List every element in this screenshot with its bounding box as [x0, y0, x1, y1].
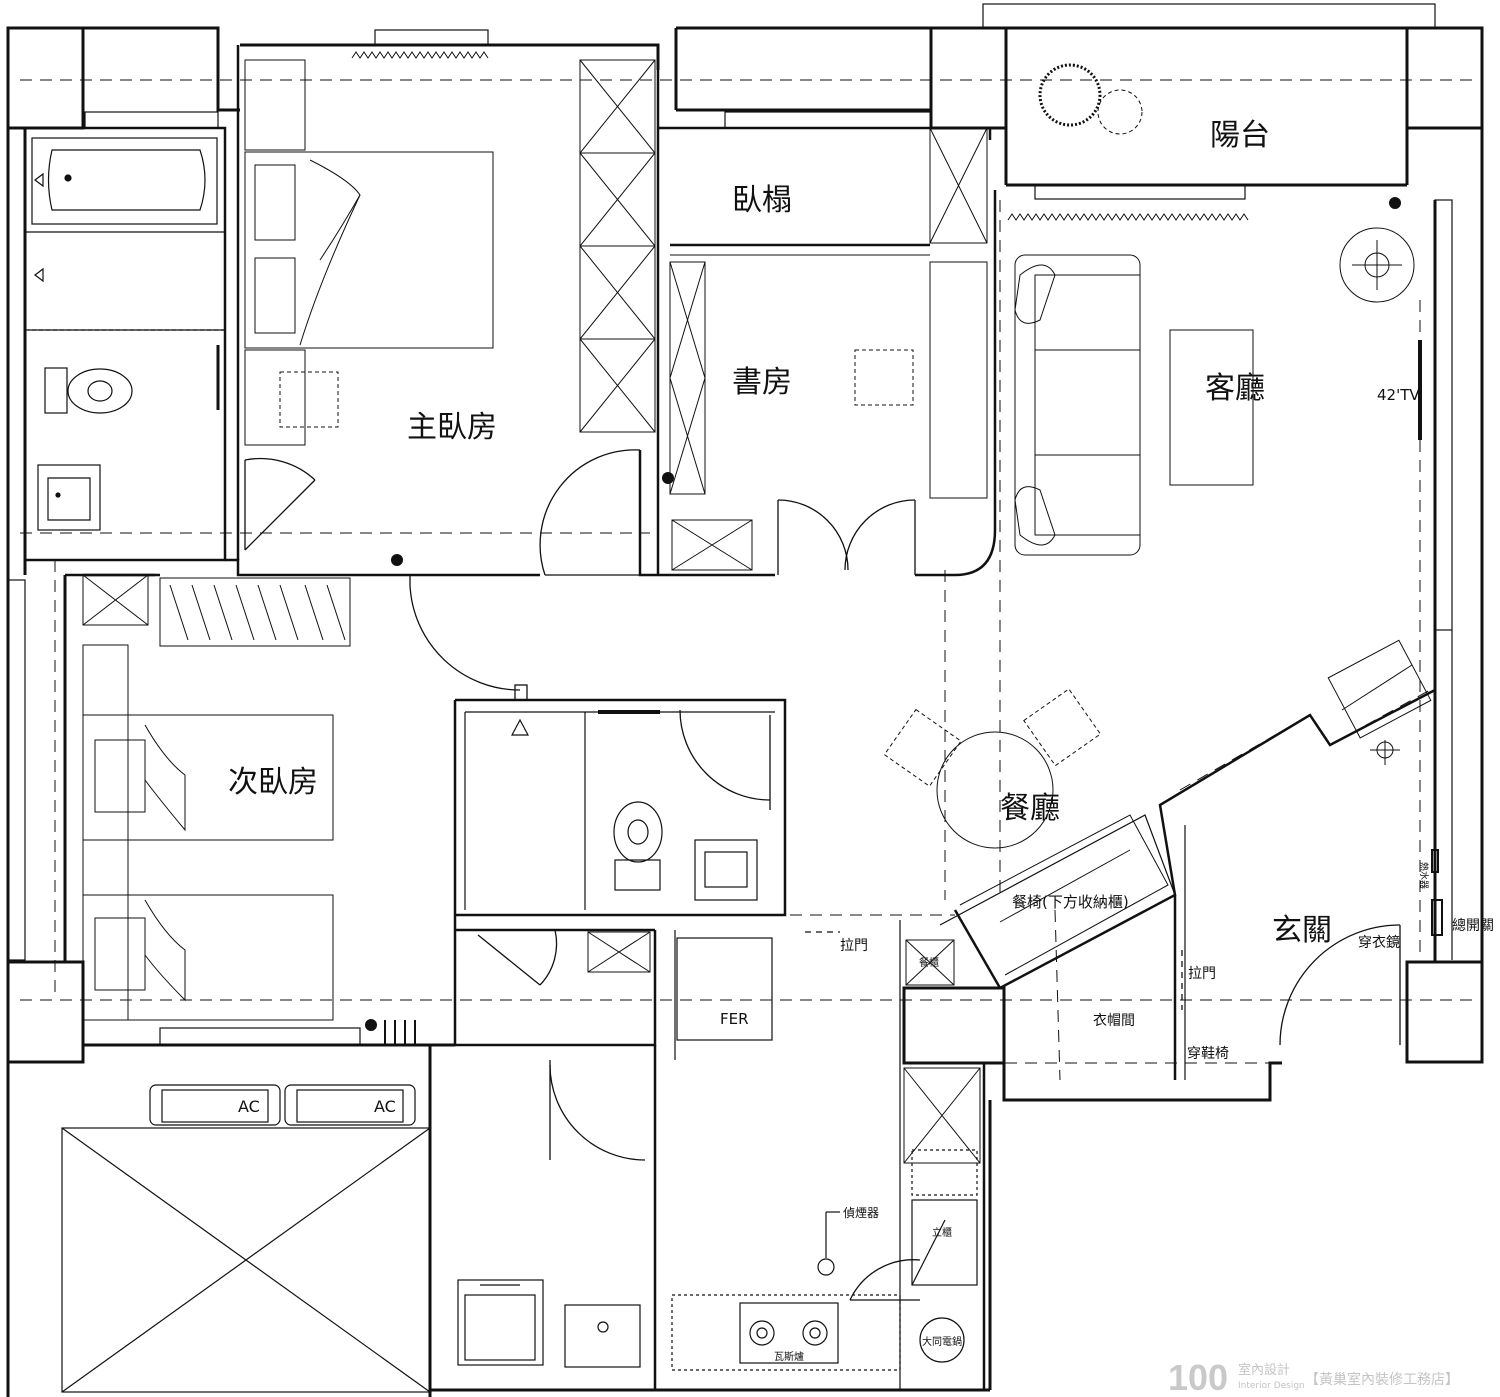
- label-ac-1: AC: [238, 1097, 260, 1116]
- annotation-labels: 42'TV 餐椅(下方收納櫃) 拉門 拉門 穿衣鏡 總開關 衣帽間 穿鞋椅 FE…: [238, 386, 1494, 1363]
- label-sliding-door-1: 拉門: [840, 938, 868, 954]
- wardrobes: [82, 59, 1432, 1164]
- label-second-bedroom: 次臥房: [228, 765, 318, 800]
- plant-icon: [1038, 63, 1143, 135]
- label-dining-bench: 餐椅(下方收納櫃): [1012, 893, 1129, 911]
- label-shoe-bench: 穿鞋椅: [1187, 1046, 1229, 1062]
- label-master-bedroom: 主臥房: [407, 410, 497, 445]
- windows: [7, 29, 1453, 1046]
- curtains: [351, 51, 1249, 221]
- watermark-brand-en: Interior Design: [1238, 1381, 1305, 1391]
- label-tv: 42'TV: [1377, 386, 1420, 404]
- outlet-dots: [365, 197, 1401, 1031]
- switch-marks: [384, 849, 1443, 1045]
- watermark-logo: 100: [1168, 1357, 1228, 1397]
- label-ac-2: AC: [374, 1097, 396, 1116]
- label-tall-cabinet: 立櫃: [932, 1226, 952, 1239]
- room-labels: 陽台 臥榻 書房 主臥房 客廳 次臥房 餐廳 玄關: [228, 118, 1332, 948]
- label-cloakroom: 衣帽間: [1093, 1013, 1135, 1029]
- watermark-brand-cn: 室內設計: [1238, 1362, 1290, 1378]
- label-dining-room: 餐廳: [1000, 791, 1060, 826]
- label-rice-cooker: 大同電鍋: [922, 1335, 962, 1348]
- kitchen-fixtures: [457, 937, 978, 1371]
- label-mirror: 穿衣鏡: [1358, 935, 1400, 951]
- label-balcony: 陽台: [1210, 118, 1270, 153]
- ac-units: [61, 1084, 431, 1393]
- watermark: 100 室內設計 Interior Design 【黃巢室內裝修工務店】: [1168, 1357, 1459, 1397]
- label-living-room: 客廳: [1205, 371, 1265, 406]
- label-master-switch: 總開關: [1452, 917, 1494, 934]
- label-sliding-door-2: 拉門: [1188, 966, 1216, 982]
- bedroom-furniture: [82, 59, 914, 1021]
- living-furniture: [883, 227, 1422, 849]
- doors: [244, 449, 1401, 1301]
- bathroom-fixtures: [28, 137, 758, 901]
- label-gas-stove: 瓦斯爐: [774, 1350, 804, 1363]
- label-entrance: 玄關: [1272, 913, 1332, 948]
- label-fridge: FER: [720, 1010, 749, 1028]
- watermark-studio: 【黃巢室內裝修工務店】: [1305, 1371, 1459, 1388]
- label-smoke-detector: 偵煙器: [843, 1206, 879, 1220]
- label-cabinet: 餐櫃: [919, 956, 939, 969]
- interior-walls: [23, 45, 1436, 1390]
- label-bay-window: 臥榻: [732, 183, 792, 218]
- label-heater: 熱水器: [1418, 862, 1430, 889]
- label-study: 書房: [732, 365, 792, 400]
